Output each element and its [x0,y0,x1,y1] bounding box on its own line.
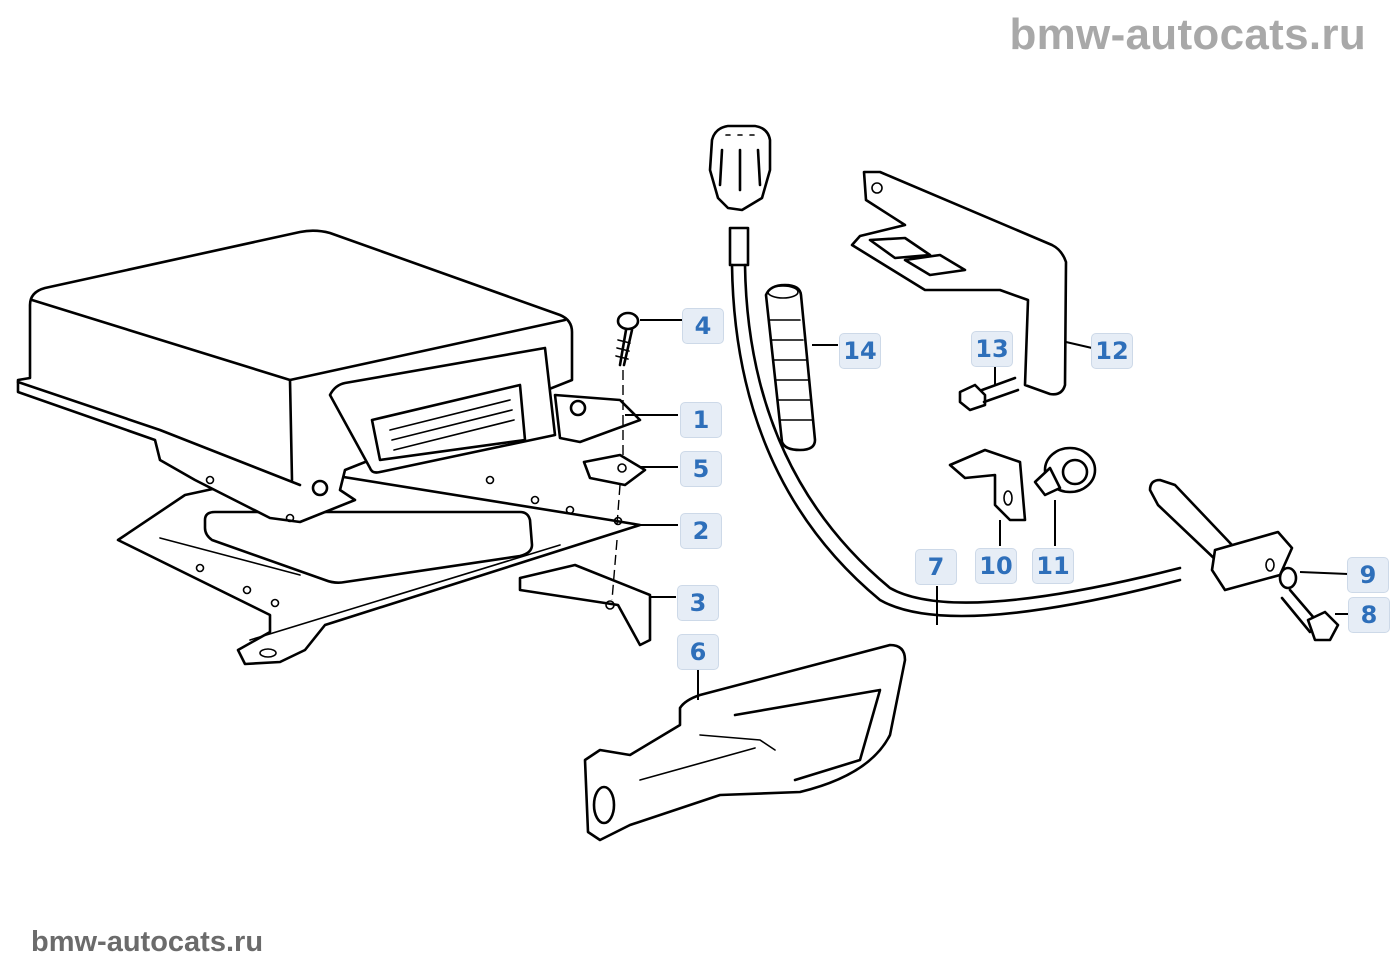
speed-sensor-shape [1148,478,1294,592]
bracket-1-shape [553,393,642,444]
leader-lines [625,319,1349,700]
washer-bolt-shape [1278,566,1340,642]
control-unit-shape [16,229,574,524]
watermark-bottom: bmw-autocats.ru [31,926,264,958]
callout-9[interactable]: 9 [1347,557,1389,593]
screw-4-shape [615,311,640,367]
callout-7[interactable]: 7 [915,549,957,585]
callout-8[interactable]: 8 [1348,597,1390,633]
clip-nut-shape [582,453,647,487]
callout-14[interactable]: 14 [839,333,881,369]
watermark-top: bmw-autocats.ru [1009,10,1366,59]
angle-bracket-shape [518,563,652,647]
callout-5[interactable]: 5 [680,451,722,487]
mounting-plate-shape [116,468,642,666]
callout-12[interactable]: 12 [1091,333,1133,369]
holder-bracket-shape [850,170,1068,396]
callout-13[interactable]: 13 [971,331,1013,367]
sensor-cable-shape [708,124,1182,618]
assembly-line [611,370,624,601]
callout-2[interactable]: 2 [680,513,722,549]
connector-cover-shape [583,643,907,842]
callout-3[interactable]: 3 [677,585,719,621]
callout-1[interactable]: 1 [680,402,722,438]
small-bracket-shape [948,448,1027,522]
cable-clip-shape [1033,446,1097,497]
bolt-13-shape [958,376,1020,412]
sleeve-shape [764,283,817,452]
callout-6[interactable]: 6 [677,634,719,670]
callout-11[interactable]: 11 [1032,548,1074,584]
callout-4[interactable]: 4 [682,308,724,344]
callout-10[interactable]: 10 [975,548,1017,584]
